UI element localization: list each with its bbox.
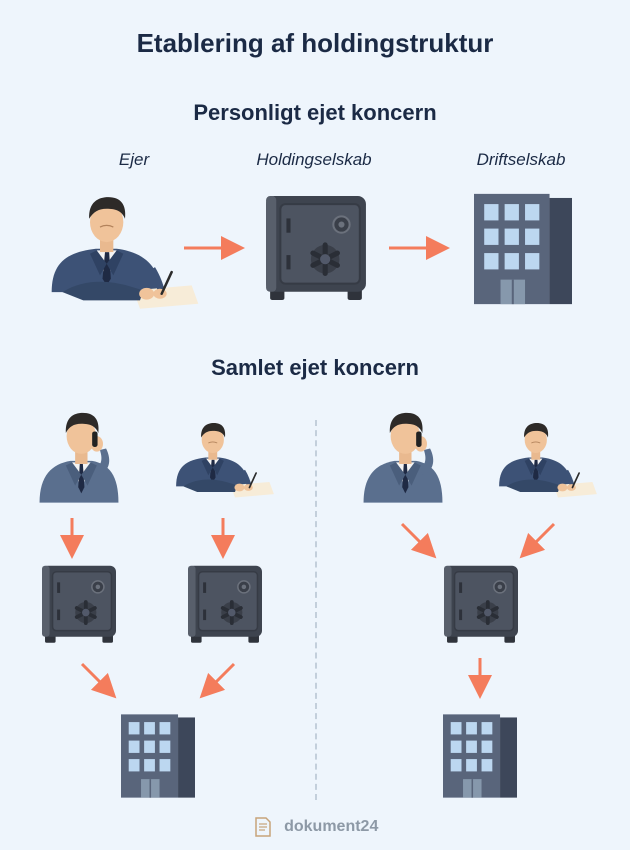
owner-phone-left-icon [39, 412, 119, 503]
footer-brand: dokument24 [0, 816, 630, 838]
document-logo-icon [254, 817, 271, 837]
owner-writing-left-icon [175, 422, 275, 499]
owner-label: Ejer [118, 150, 150, 169]
safe-left-b-icon [188, 565, 262, 645]
safe-right-icon [444, 565, 518, 645]
section1-heading: Personligt ejet koncern [193, 100, 437, 125]
arrow-holding-to-operating-icon [389, 236, 450, 260]
arrow-down-left-icon [60, 518, 84, 559]
owner-phone-right-icon [363, 412, 443, 503]
arrow-down-center-icon [468, 658, 492, 699]
arrow-diag-left-icon [199, 662, 236, 699]
brand-name: dokument24 [284, 818, 379, 835]
page-title: Etablering af holdingstruktur [136, 28, 494, 58]
arrow-diag-in-left-icon [519, 522, 556, 559]
arrow-owner-to-holding-icon [184, 236, 245, 260]
owner-writing-icon [50, 195, 200, 310]
section2-heading: Samlet ejet koncern [211, 355, 419, 380]
divider [315, 420, 317, 800]
holding-safe-icon [266, 196, 366, 302]
safe-left-a-icon [42, 565, 116, 645]
arrow-diag-in-right-icon [400, 522, 437, 559]
building-left-icon [121, 713, 195, 799]
operating-label: Driftselskab [476, 150, 566, 169]
arrow-down-right-icon [211, 518, 235, 559]
owner-writing-right-icon [498, 422, 598, 499]
arrow-diag-right-icon [80, 662, 117, 699]
holding-label: Holdingselskab [256, 150, 372, 169]
building-right-icon [443, 713, 517, 799]
operating-building-icon [474, 193, 572, 305]
